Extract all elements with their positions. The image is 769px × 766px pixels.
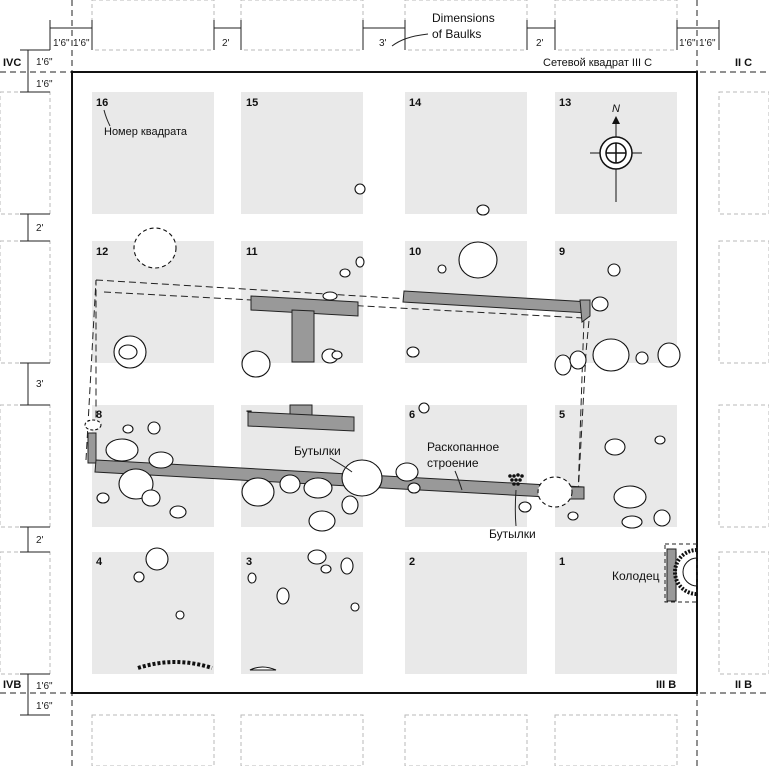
label-ivb: IVB: [3, 679, 21, 691]
square-number-13: 13: [559, 97, 571, 109]
square-number-12: 12: [96, 246, 108, 258]
dim-left-5: 2': [36, 535, 44, 546]
square-14: [405, 92, 527, 214]
square-number-14: 14: [409, 97, 422, 109]
annotation-well: Колодец: [612, 569, 660, 583]
dim-left-3: 2': [36, 223, 44, 234]
baulks-callout: Dimensions of Baulks: [391, 11, 495, 47]
annotation-excavated-line1: Раскопанное: [427, 440, 499, 454]
north-label: N: [612, 103, 620, 115]
square-number-2: 2: [409, 556, 415, 568]
dim-top-2: 1'6": [73, 38, 90, 49]
square-number-10: 10: [409, 246, 421, 258]
dim-top-1: 1'6": [53, 38, 70, 49]
square-4: [92, 552, 214, 674]
dim-left-4: 3': [36, 379, 44, 390]
square-5: [555, 405, 677, 527]
square-number-1: 1: [559, 556, 565, 568]
dim-left-1: 1'6": [36, 57, 53, 68]
annotation-square-number-text: Номер квадрата: [104, 126, 188, 138]
square-number-15: 15: [246, 97, 258, 109]
grid-square-boundary: [71, 71, 698, 694]
baulks-title-line1: Dimensions: [432, 11, 495, 25]
dimension-ticks: [20, 20, 720, 716]
stones: [84, 183, 681, 671]
annotation-bottles-2: Бутылки: [489, 527, 536, 541]
square-number-6: 6: [409, 409, 415, 421]
dim-top-3: 2': [222, 38, 230, 49]
dimension-labels: 1'6" 1'6" 2' 3' 2' 1'6" 1'6" 1'6" 1'6" 2…: [36, 38, 716, 712]
dim-left-6: 1'6": [36, 681, 53, 692]
square-number-5: 5: [559, 409, 565, 421]
annotation-bottles-1: Бутылки: [294, 444, 341, 458]
square-number-9: 9: [559, 246, 565, 258]
square-2: [405, 552, 527, 674]
square-number-4: 4: [96, 556, 103, 568]
square-number-8: 8: [96, 409, 102, 421]
excavation-squares: [92, 92, 677, 674]
square-numbers: 16 15 14 13 12 11 10 9 8 7 6 5 4 3 2 1: [96, 97, 571, 568]
excavated-walls: [87, 290, 677, 602]
dim-left-7: 1'6": [36, 701, 53, 712]
square-16: [92, 92, 214, 214]
label-iib: II B: [735, 679, 752, 691]
square-6: [405, 405, 527, 527]
dim-left-2: 1'6": [36, 79, 53, 90]
grid-labels: IVC IVB II C II B Сетевой квадрат III C …: [3, 57, 752, 691]
square-1: [555, 552, 677, 674]
annotation-excavated-line2: строение: [427, 456, 479, 470]
label-iic: II C: [735, 57, 752, 69]
square-number-3: 3: [246, 556, 252, 568]
square-number-11: 11: [246, 246, 258, 258]
north-compass-icon: N: [590, 103, 642, 202]
label-iiic: Сетевой квадрат III C: [543, 57, 652, 69]
dim-top-6: 1'6": [679, 38, 696, 49]
label-iiib: III B: [656, 679, 676, 691]
dim-top-4: 3': [379, 38, 387, 49]
annotation-square-number: Номер квадрата: [103, 109, 188, 138]
well-icon: [664, 543, 698, 603]
square-15: [241, 92, 363, 214]
dim-top-5: 2': [536, 38, 544, 49]
annotations: Бутылки Раскопанное строение Бутылки Кол…: [294, 440, 660, 583]
baulks-title-line2: of Baulks: [432, 27, 481, 41]
label-ivc: IVC: [3, 57, 21, 69]
dim-top-7: 1'6": [699, 38, 716, 49]
square-number-16: 16: [96, 97, 108, 109]
